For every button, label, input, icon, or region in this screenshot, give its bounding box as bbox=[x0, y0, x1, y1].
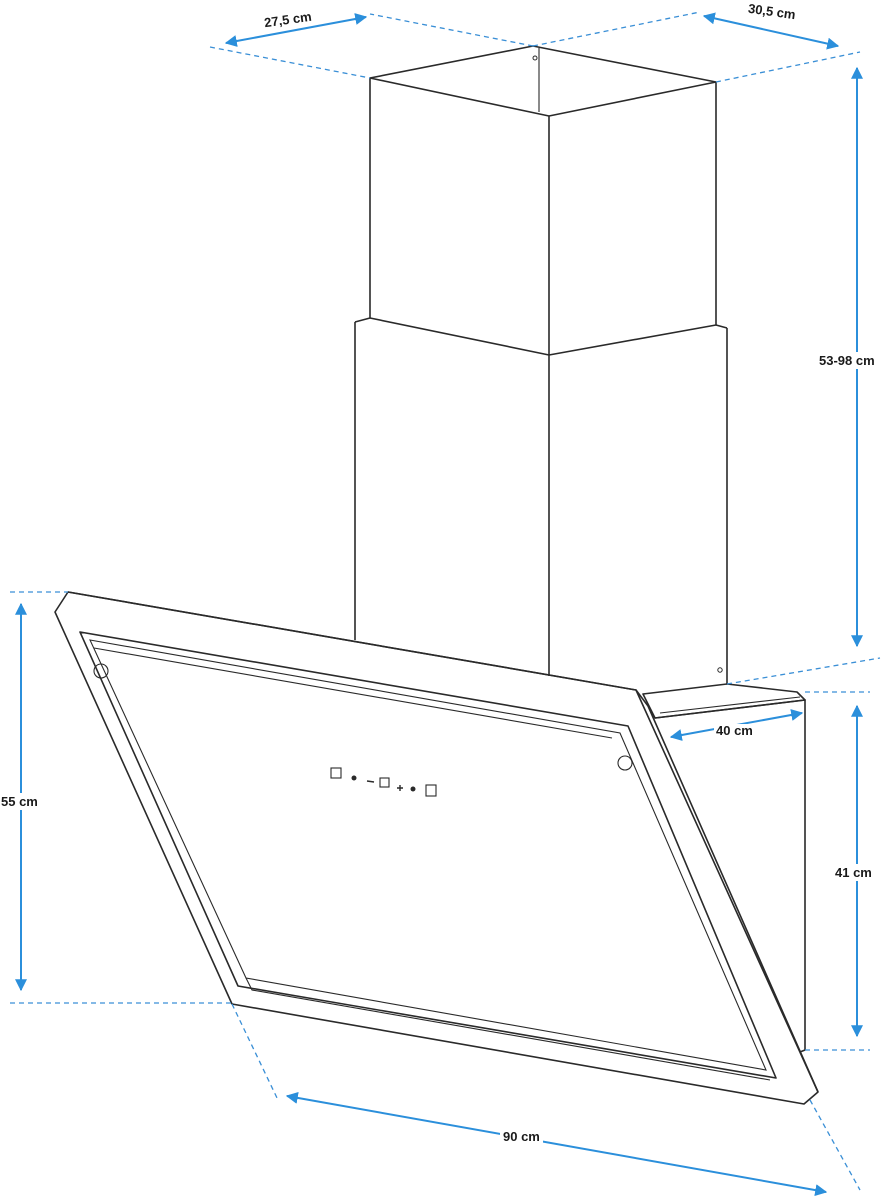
hood-width-arrow bbox=[285, 1091, 828, 1197]
wall-panel-height-label: 41 cm bbox=[834, 864, 873, 881]
chimney-width-arrow bbox=[702, 12, 840, 50]
hood-depth-label: 40 cm bbox=[714, 723, 755, 738]
boost-icon bbox=[425, 784, 437, 797]
touch-control-panel bbox=[330, 767, 437, 797]
chimney-height-label: 53-98 cm bbox=[818, 352, 876, 369]
plus-icon bbox=[397, 785, 403, 791]
minus-icon bbox=[366, 780, 375, 783]
power-icon bbox=[330, 767, 342, 779]
timer-icon bbox=[410, 786, 416, 792]
hood-height-label: 55 cm bbox=[0, 793, 39, 810]
guide-lines bbox=[10, 11, 881, 1191]
hood-body-side bbox=[642, 683, 806, 1053]
light-icon bbox=[351, 775, 357, 781]
hood-width-label: 90 cm bbox=[500, 1130, 543, 1143]
speed-display-icon bbox=[379, 777, 390, 788]
dimension-arrows bbox=[15, 12, 863, 1197]
lower-chimney bbox=[354, 317, 728, 684]
inclined-glass-panel bbox=[54, 591, 819, 1105]
upper-chimney bbox=[369, 45, 717, 355]
chimney-depth-arrow bbox=[224, 13, 368, 47]
